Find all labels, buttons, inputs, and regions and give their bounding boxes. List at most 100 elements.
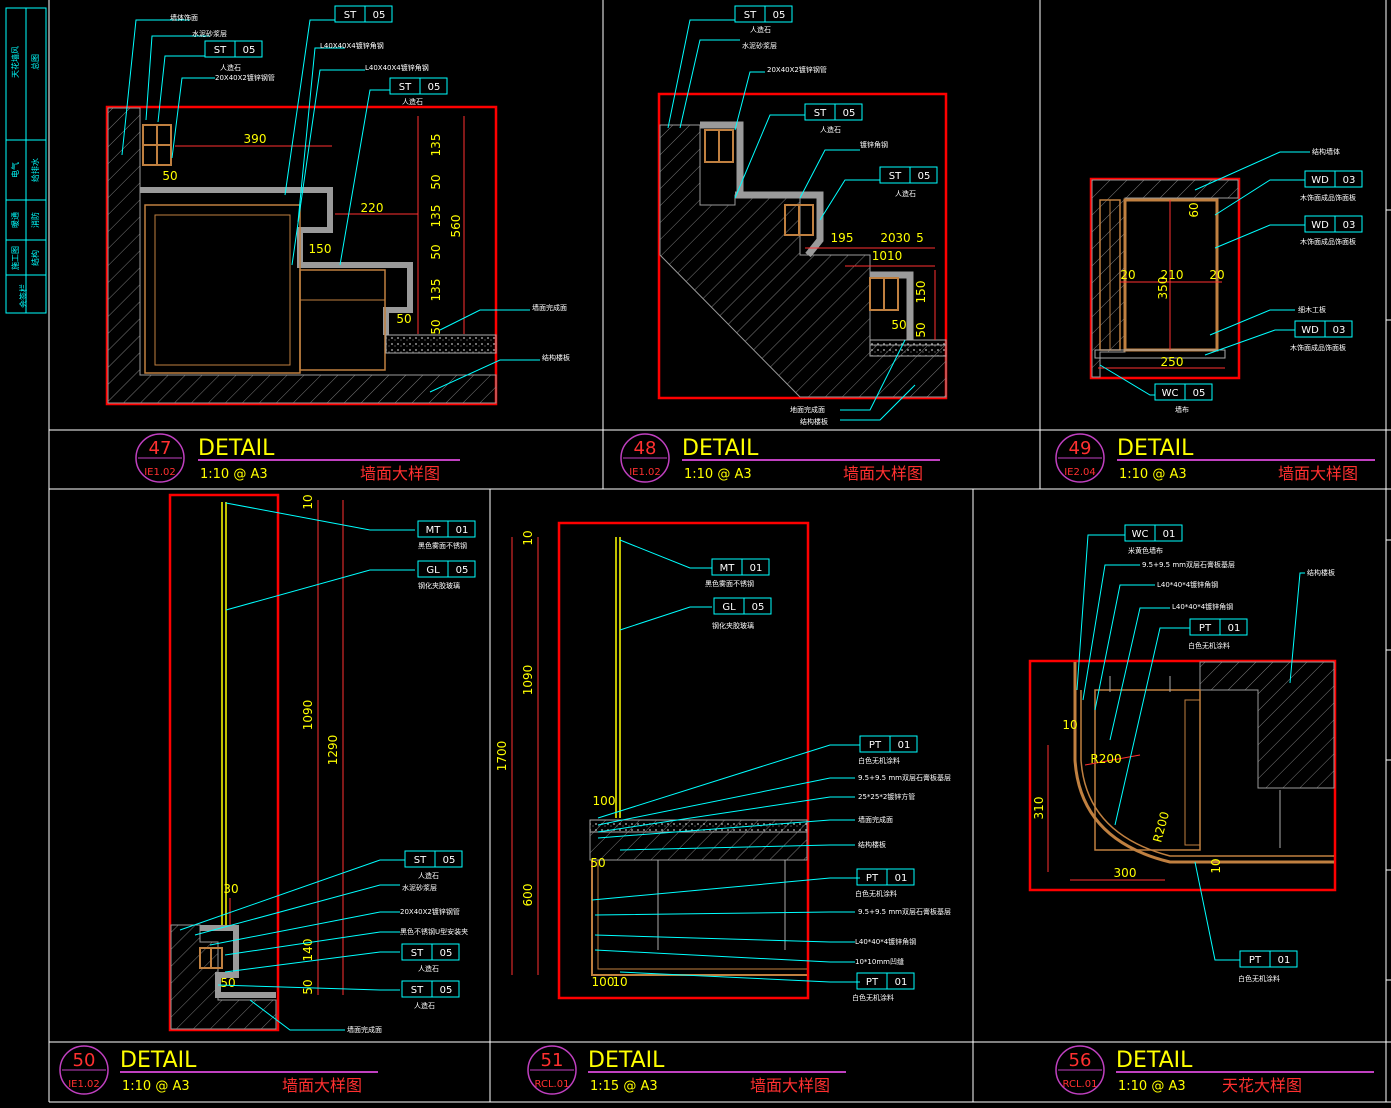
tag-wd-03: WD 03 WD 03 WD 03 WC 05 xyxy=(1154,170,1363,401)
dim-label: 5 xyxy=(916,231,924,245)
dim-label: 1290 xyxy=(326,735,340,766)
dim-label: 60 xyxy=(1187,202,1201,217)
tag-num: 05 xyxy=(843,108,856,119)
dim-label: 20 xyxy=(1209,268,1224,282)
tag-st-05: ST 05 ST 05 ST 05 xyxy=(204,5,448,95)
tag-group: WC 01 PT 01 PT 01 xyxy=(1124,524,1298,968)
note: 白色无机涂料 xyxy=(855,889,897,898)
note: L40X40X4镀锌角钢 xyxy=(320,41,384,50)
tag-code: ST xyxy=(889,171,902,182)
detail-number: 49 xyxy=(1069,438,1092,459)
tag-num: 01 xyxy=(1228,623,1241,634)
tag-code: ST xyxy=(214,45,227,56)
detail-title: DETAIL xyxy=(682,436,759,461)
tag-num: 03 xyxy=(1343,175,1356,186)
dim-label: 220 xyxy=(361,201,384,215)
detail-footer: 56 RCL.01 DETAIL 1:10 @ A3 天花大样图 xyxy=(1055,1045,1374,1095)
tag-code: ST xyxy=(411,985,424,996)
dim-label: 560 xyxy=(449,215,463,238)
note: 结构楼板 xyxy=(542,353,570,362)
dim-label: R200 xyxy=(1090,752,1121,766)
note: 水泥砂浆层 xyxy=(402,883,437,892)
tag-code: MT xyxy=(426,525,442,536)
dim-label: 10 xyxy=(1062,718,1077,732)
detail-ref: IE1.02 xyxy=(629,467,661,478)
title-block-cell: 暖通 xyxy=(10,212,20,228)
detail-47: 390 220 50 150 50 135 50 135 50 135 50 5… xyxy=(105,5,570,483)
tag-code: PT xyxy=(866,977,879,988)
tag-code: PT xyxy=(869,740,882,751)
detail-scale: 1:10 @ A3 xyxy=(1118,1079,1186,1094)
dim-label: 140 xyxy=(301,939,315,962)
dim-label: 150 xyxy=(309,242,332,256)
tag-num: 01 xyxy=(456,525,469,536)
dim-label: 135 xyxy=(429,205,443,228)
tag-code: ST xyxy=(399,82,412,93)
detail-ref: IE2.04 xyxy=(1064,467,1096,478)
dim-label: 250 xyxy=(1161,355,1184,369)
note: 黑色雾面不锈钢 xyxy=(418,541,467,550)
detail-name: 墙面大样图 xyxy=(750,1076,830,1095)
tag-num: 01 xyxy=(1163,529,1176,540)
dim-label: 20 xyxy=(1120,268,1135,282)
tag-code: PT xyxy=(1249,955,1262,966)
dim-label: 135 xyxy=(429,134,443,157)
detail-name: 墙面大样图 xyxy=(843,464,923,483)
dim-label: 50 xyxy=(429,174,443,189)
title-block-cell: 给排水 xyxy=(30,158,40,182)
tag-num: 05 xyxy=(1193,388,1206,399)
note: 水泥砂浆层 xyxy=(192,29,227,38)
note: 白色无机涂料 xyxy=(852,993,894,1002)
note: 结构楼板 xyxy=(858,840,886,849)
note: 墙面完成面 xyxy=(532,303,567,312)
tag-code: ST xyxy=(344,10,357,21)
tag-num: 05 xyxy=(918,171,931,182)
tag-num: 05 xyxy=(752,602,765,613)
dim-label: 195 xyxy=(831,231,854,245)
title-block-cell: 施工图 xyxy=(10,246,20,270)
detail-scale: 1:10 @ A3 xyxy=(200,467,268,482)
note: 人造石 xyxy=(402,97,423,106)
note: 地面完成面 xyxy=(790,405,825,414)
detail-scale: 1:10 @ A3 xyxy=(1119,467,1187,482)
dim-label: 100 xyxy=(592,975,615,989)
tag-code: WC xyxy=(1132,529,1149,540)
dim-label: R200 xyxy=(1150,810,1172,844)
dim-label: 1090 xyxy=(521,665,535,696)
dim-label: 50 xyxy=(301,979,315,994)
detail-scale: 1:10 @ A3 xyxy=(122,1079,190,1094)
dim-label: 50 xyxy=(891,318,906,332)
detail-51: 10 1090 1700 600 100 50 100 10 MT xyxy=(495,521,951,1095)
tag-num: 01 xyxy=(895,873,908,884)
detail-name: 天花大样图 xyxy=(1222,1076,1302,1095)
detail-title: DETAIL xyxy=(120,1048,197,1073)
tag-code: WD xyxy=(1311,175,1329,186)
detail-48: 195 20 30 5 1010 150 50 50 ST 05 ST xyxy=(620,5,948,483)
dim-label: 50 xyxy=(162,169,177,183)
tag-code: WC xyxy=(1162,388,1179,399)
note: 结构楼板 xyxy=(800,417,828,426)
detail-ref: IE1.02 xyxy=(144,467,176,478)
tag-code: ST xyxy=(814,108,827,119)
detail-name: 墙面大样图 xyxy=(360,464,440,483)
dim-label: 150 xyxy=(914,281,928,304)
note: 黑色雾面不锈钢 xyxy=(705,579,754,588)
note: 白色无机涂料 xyxy=(1238,974,1280,983)
title-block: 天花墙风 总图 电气 给排水 暖通 消防 施工图 结构 会签栏 xyxy=(5,7,47,314)
note: L40*40*4镀锌角钢 xyxy=(1157,580,1218,589)
note: 20X40X2镀锌钢管 xyxy=(215,73,275,82)
note: 10*10mm凹缝 xyxy=(855,957,904,966)
detail-footer: 48 IE1.02 DETAIL 1:10 @ A3 墙面大样图 xyxy=(620,433,940,483)
tag-st-05: ST 05 ST 05 ST 05 xyxy=(734,5,938,184)
tag-num: 01 xyxy=(750,563,763,574)
detail-name: 墙面大样图 xyxy=(282,1076,362,1095)
tag-code: PT xyxy=(866,873,879,884)
note: L40*40*4镀锌角钢 xyxy=(855,937,916,946)
note: 人造石 xyxy=(220,63,241,72)
detail-footer: 50 IE1.02 DETAIL 1:10 @ A3 墙面大样图 xyxy=(59,1045,378,1095)
note: 墙面完成面 xyxy=(858,815,893,824)
tag-num: 05 xyxy=(373,10,386,21)
tag-num: 01 xyxy=(1278,955,1291,966)
note: 20X40X2镀锌钢管 xyxy=(400,907,460,916)
note: 9.5+9.5 mm双层石膏板基层 xyxy=(858,907,951,916)
